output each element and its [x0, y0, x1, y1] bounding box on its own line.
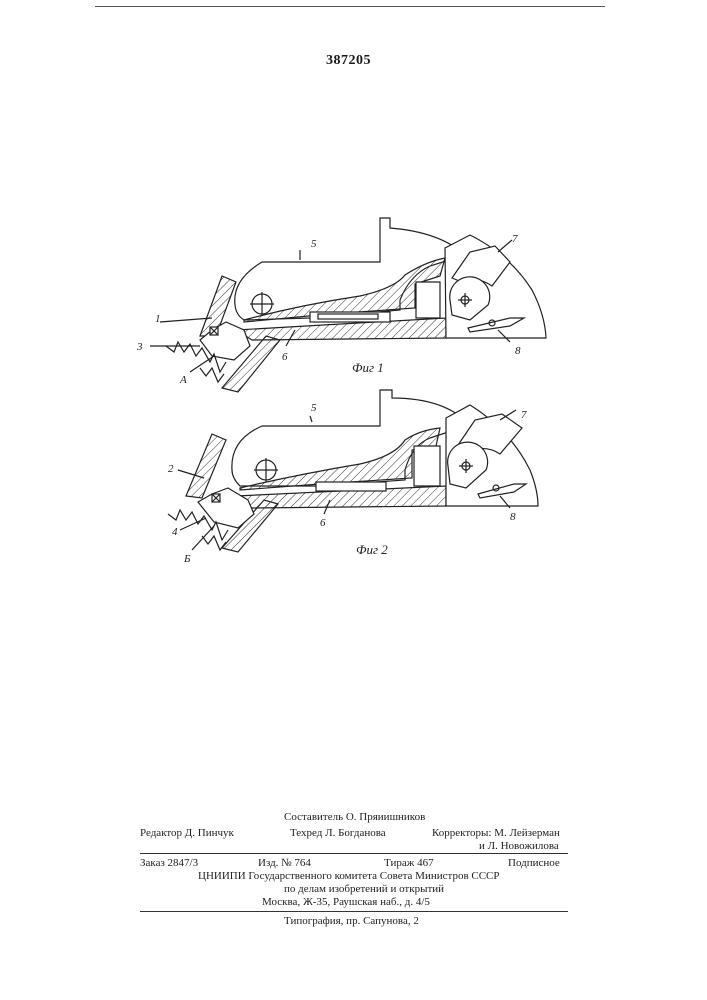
fig2-rear-block [414, 446, 440, 486]
fig1-label-1: 1 [155, 313, 161, 325]
fig1-label-5: 5 [311, 238, 317, 250]
figure-2 [168, 390, 538, 552]
figure-1 [150, 218, 546, 392]
subscription: Подписное [508, 857, 560, 869]
techred-line: Техред Л. Богданова [290, 827, 386, 839]
fig2-label-4: 4 [172, 526, 178, 538]
fig1-label-a: А [179, 374, 187, 386]
fig2-label-2: 2 [168, 463, 174, 475]
fig1-label-6: 6 [282, 351, 288, 363]
fig2-label-7: 7 [521, 409, 527, 421]
fig1-label-8: 8 [515, 345, 521, 357]
org-line-2: по делам изобретений и открытий [284, 883, 444, 895]
fig2-label-b: Б [183, 553, 191, 565]
compiler-line: Составитель О. Пряиишников [284, 811, 425, 823]
editor-line: Редактор Д. Пинчук [140, 827, 234, 839]
fig1-caption: Фиг 1 [352, 360, 384, 375]
order-number: Заказ 2847/3 [140, 857, 198, 869]
printer-line: Типография, пр. Сапунова, 2 [284, 915, 419, 927]
imprint-rule-top [140, 853, 568, 854]
fig2-label-8: 8 [510, 511, 516, 523]
correctors-line-1: Корректоры: М. Лейзерман [432, 827, 560, 839]
fig2-label-5: 5 [311, 402, 317, 414]
fig2-label-6: 6 [320, 517, 326, 529]
fig2-wedge [186, 434, 226, 498]
fig1-rear-block [416, 282, 440, 318]
circulation: Тираж 467 [384, 857, 434, 869]
imprint-rule-bottom [140, 911, 568, 912]
fig1-label-3: 3 [136, 341, 143, 353]
fig1-label-7: 7 [512, 233, 518, 245]
edition-number: Изд. № 764 [258, 857, 311, 869]
org-line-3: Москва, Ж-35, Раушская наб., д. 4/5 [262, 896, 430, 908]
fig2-caption: Фиг 2 [356, 542, 388, 557]
technical-drawings: 5 7 1 3 6 8 А Фиг 1 [0, 0, 707, 600]
org-line-1: ЦНИИПИ Государственного комитета Совета … [198, 870, 500, 882]
fig2-left-mech [198, 488, 254, 528]
correctors-line-2: и Л. Новожилова [479, 840, 559, 852]
